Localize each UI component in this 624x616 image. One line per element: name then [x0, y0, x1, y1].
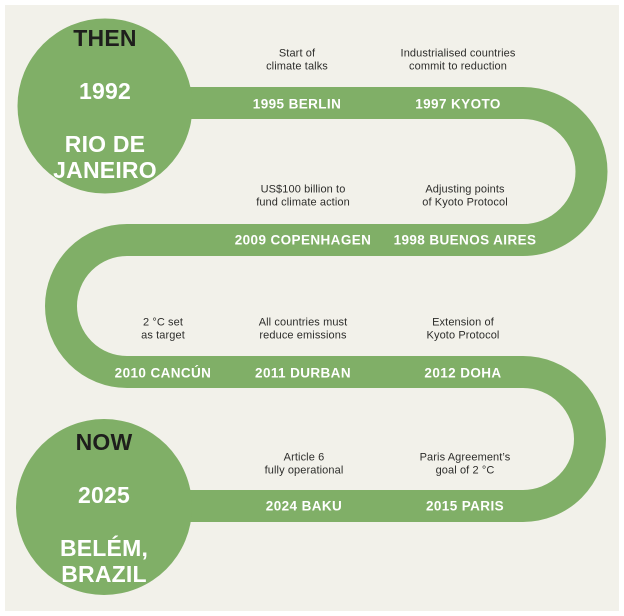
event-2015-paris-note: Paris Agreement’s goal of 2 °C: [419, 451, 511, 477]
then-place-label: RIO DE JANEIRO: [53, 130, 157, 184]
event-2009-copenhagen-note: US$100 billion to fund climate action: [256, 183, 350, 209]
then-year-label: 1992: [79, 77, 131, 104]
event-2024-baku-label: 2024 BAKU: [265, 498, 343, 514]
now-year-label: 2025: [78, 481, 130, 508]
event-2024-baku-note: Article 6 fully operational: [264, 451, 344, 477]
event-1997-kyoto-label: 1997 KYOTO: [415, 96, 501, 112]
event-2010-cancun-note: 2 °C set as target: [141, 316, 185, 342]
event-1995-berlin-label: 1995 BERLIN: [252, 96, 342, 112]
event-1998-buenos-aires-note: Adjusting points of Kyoto Protocol: [422, 183, 508, 209]
now-place-label: BELÉM, BRAZIL: [59, 534, 149, 588]
event-1997-kyoto-note: Industrialised countries commit to reduc…: [400, 47, 516, 73]
event-2010-cancun-label: 2010 CANCÚN: [114, 365, 212, 381]
event-2011-durban-note: All countries must reduce emissions: [258, 316, 348, 342]
then-circle-shape: [17, 18, 193, 194]
event-2015-paris-label: 2015 PARIS: [425, 498, 505, 514]
event-2009-copenhagen-label: 2009 COPENHAGEN: [234, 232, 372, 248]
event-2011-durban-label: 2011 DURBAN: [255, 365, 351, 381]
event-1998-buenos-aires-label: 1998 BUENOS AIRES: [393, 232, 537, 248]
now-circle-shape: [16, 419, 192, 595]
event-1995-berlin-note: Start of climate talks: [266, 47, 328, 73]
event-2012-doha-label: 2012 DOHA: [424, 365, 502, 381]
then-circle: THEN 1992 RIO DE JANEIRO: [53, 0, 157, 210]
now-era-label: NOW: [75, 428, 133, 455]
timeline-path: [45, 87, 608, 522]
event-2012-doha-note: Extension of Kyoto Protocol: [426, 316, 500, 342]
then-era-label: THEN: [73, 24, 137, 51]
now-circle: NOW 2025 BELÉM, BRAZIL: [60, 402, 148, 614]
